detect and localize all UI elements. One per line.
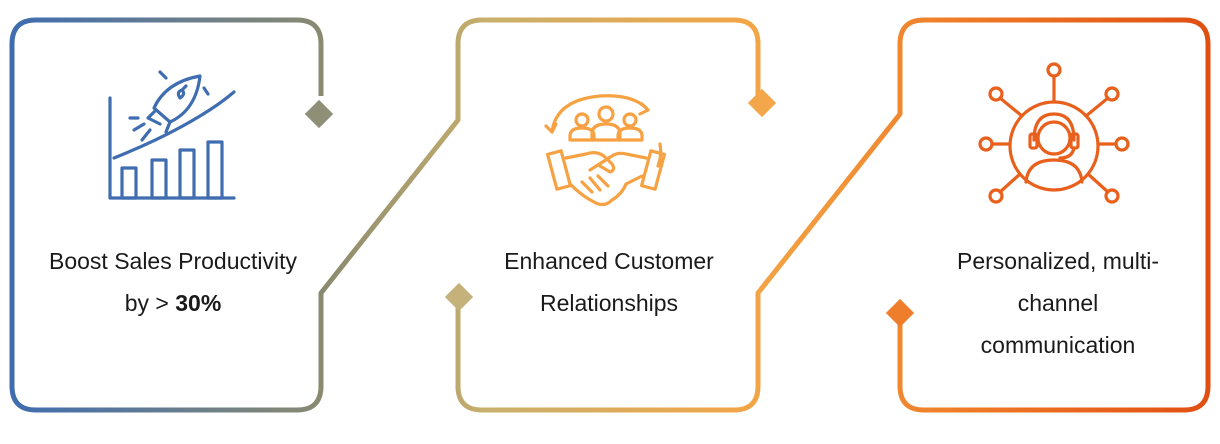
handshake-team-icon xyxy=(544,94,667,207)
card-2-line2: Relationships xyxy=(539,290,679,316)
card-2-line1: Enhanced Customer xyxy=(504,248,714,274)
card-3-line2: channel xyxy=(1017,290,1099,316)
card-1-label: Boost Sales Productivity by > 30% xyxy=(14,240,332,324)
card-1-line1: Boost Sales Productivity xyxy=(48,248,297,274)
connector-diamond-1 xyxy=(304,99,334,129)
card-1-metric: 30% xyxy=(175,290,222,316)
card-3-label: Personalized, multi- channel communicati… xyxy=(910,240,1206,366)
connector-diamond-2 xyxy=(444,282,474,312)
connector-diamond-4 xyxy=(885,298,915,328)
card-1-line2: by > 30% xyxy=(124,290,222,316)
connector-diamond-3 xyxy=(747,88,777,118)
card-3-line3: communication xyxy=(980,332,1136,358)
card-3-line1: Personalized, multi- xyxy=(957,248,1159,274)
rocket-growth-chart-icon xyxy=(108,70,236,200)
customer-support-network-icon xyxy=(978,62,1130,204)
card-2-label: Enhanced Customer Relationships xyxy=(458,240,760,324)
